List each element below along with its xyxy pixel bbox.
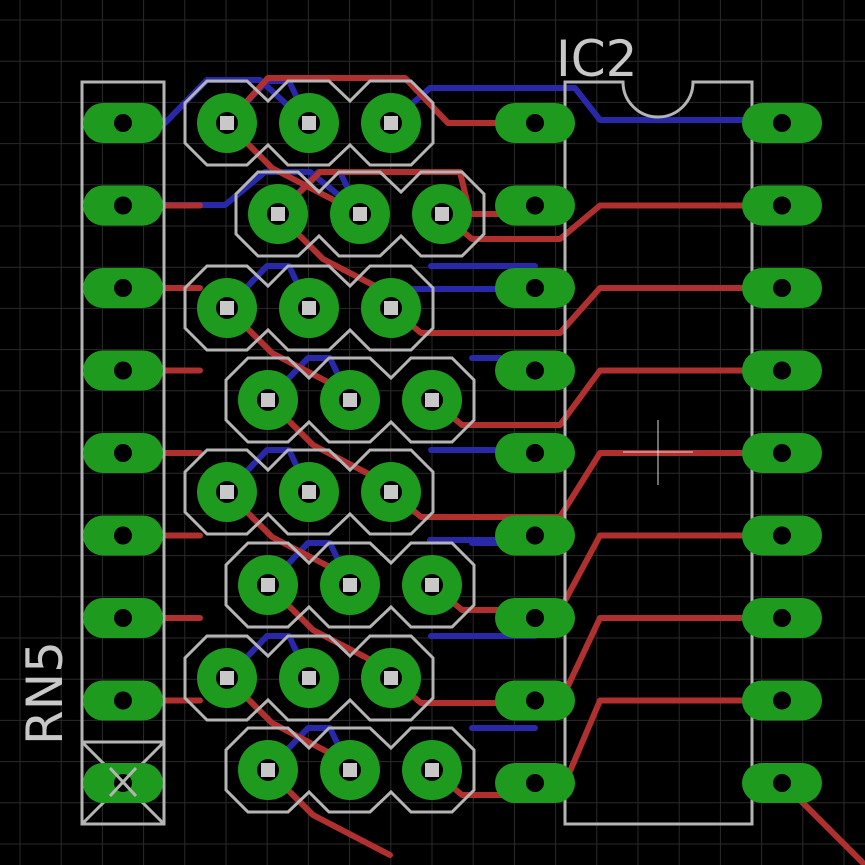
header-outline (183, 634, 435, 722)
ic-outline (563, 80, 754, 826)
top-trace (224, 75, 538, 126)
header-outline (224, 541, 476, 629)
drill-hole (526, 691, 544, 710)
drill-hole (114, 361, 132, 380)
drill-hole (526, 114, 544, 132)
drill-marker (343, 578, 357, 592)
header-outline (224, 726, 476, 814)
drill-hole (773, 279, 791, 297)
drill-hole (773, 609, 791, 627)
drill-hole (114, 526, 132, 545)
drill-hole (773, 196, 791, 215)
header-outline (183, 79, 435, 167)
drill-hole (526, 526, 544, 545)
header-outline (183, 448, 435, 536)
drill-hole (526, 774, 544, 792)
drill-marker (343, 393, 357, 407)
drill-marker (384, 485, 398, 499)
ic-label: IC2 (556, 30, 637, 88)
rn5-pin1-mark (108, 766, 138, 798)
drill-marker (384, 116, 398, 130)
header-outline (234, 170, 486, 258)
rn5-outline (80, 80, 166, 826)
drill-hole (773, 114, 791, 132)
drill-marker (302, 116, 316, 130)
drill-hole (526, 609, 544, 627)
resistor-network-label: RN5 (16, 641, 74, 745)
drill-marker (435, 207, 449, 221)
drill-hole (773, 691, 791, 710)
drill-hole (773, 774, 791, 792)
drill-marker (384, 671, 398, 685)
bottom-trace (387, 85, 785, 126)
drill-hole (773, 526, 791, 545)
drill-hole (773, 361, 791, 380)
drill-hole (526, 196, 544, 215)
header-outline (224, 356, 476, 444)
component-pads (83, 93, 822, 803)
drill-marker (425, 578, 439, 592)
drill-hole (114, 279, 132, 297)
drill-marker (425, 393, 439, 407)
header-outline (183, 264, 435, 352)
drill-marker (384, 301, 398, 315)
drill-hole (114, 609, 132, 627)
drill-hole (114, 691, 132, 710)
drill-hole (773, 444, 791, 462)
drill-marker (302, 301, 316, 315)
drill-hole (114, 196, 132, 215)
drill-marker (220, 301, 234, 315)
drill-marker (302, 485, 316, 499)
drill-marker (271, 207, 285, 221)
drill-hole (114, 444, 132, 462)
drill-marker (220, 485, 234, 499)
drill-marker (425, 763, 439, 777)
drill-marker (261, 578, 275, 592)
drill-marker (261, 763, 275, 777)
drill-marker (261, 393, 275, 407)
drill-marker (353, 207, 367, 221)
drill-hole (526, 444, 544, 462)
drill-marker (220, 116, 234, 130)
drill-hole (526, 279, 544, 297)
drill-marker (302, 671, 316, 685)
drill-marker (220, 671, 234, 685)
drill-hole (114, 114, 132, 132)
drill-hole (526, 361, 544, 380)
drill-marker (343, 763, 357, 777)
